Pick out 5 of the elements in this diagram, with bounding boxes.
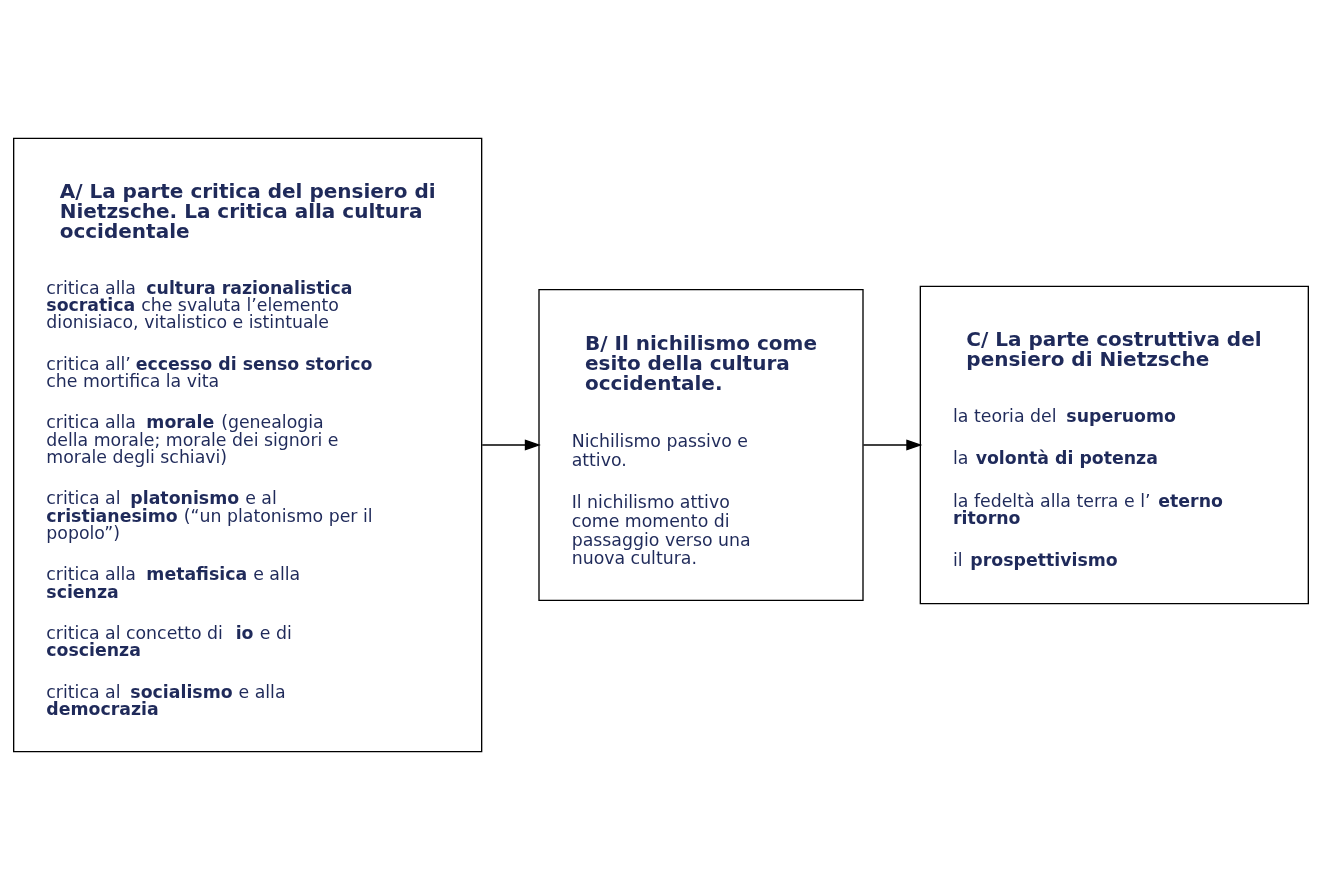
node-box: C/ La parte costruttiva del pensiero di Nietzsche la teoria del superuomo la volontà di potenza la fedeltà alla terra e l’eterno ritorno il prospettivismo [919,285,1309,604]
node-box: A/ La parte critica del pensiero di Nietzsche. La critica alla cultura occidentale critica alla cultura razionalistica socratica che svaluta l’elemento dionisiaco, vitalistico e istintuale critica all’eccesso di senso storico che mortifica la vita critica alla morale (genealogia della morale; morale dei signori e morale degli schiavi) critica al platonismo e al cristianesimo (“un platonismo per il popolo”) critica alla metafisica e alla scienza critica al concetto di io e di coscienza critica al socialismo e alla democrazia [13,137,483,752]
arrow [481,438,541,451]
arrow [862,438,923,451]
node-box: B/ Il nichilismo come esito della cultura occidentale. Nichilismo passivo e attivo. Il nichilismo attivo come momento di passaggio verso una nuova cultura. [538,288,864,601]
